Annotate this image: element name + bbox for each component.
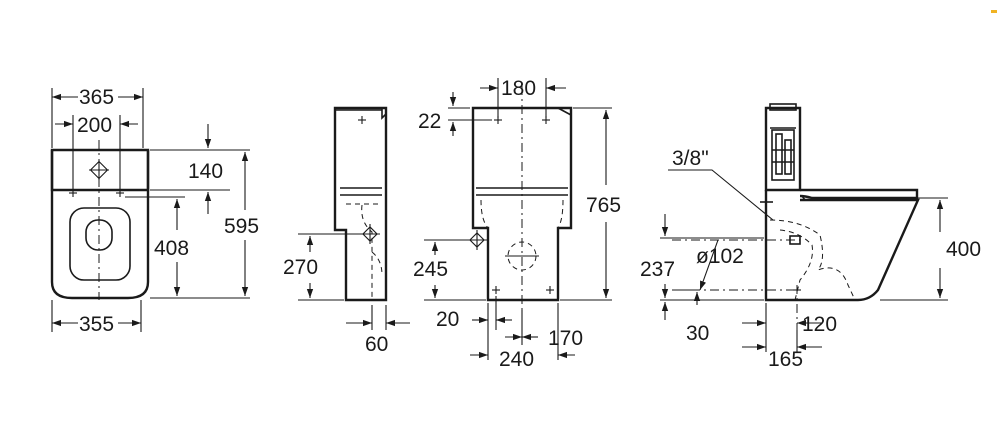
dim-240: 240 [499,348,534,371]
top-view-bowl [50,150,150,300]
accent-mark [991,10,997,13]
dim-102-diameter: ø102 [696,245,744,268]
dim-355: 355 [79,313,114,336]
front-view-cross [467,230,487,250]
dim-270: 270 [283,256,318,279]
dim-170: 170 [548,327,583,350]
side-small-cross [360,224,380,244]
dim-22: 22 [418,110,441,133]
top-view-seat-opening [69,207,131,281]
side-view-bowl [764,190,920,302]
dim-120: 120 [802,313,837,336]
dim-765: 765 [586,194,621,217]
dim-165: 165 [768,348,803,371]
dim-237: 237 [640,258,675,281]
dim-408: 408 [154,237,189,260]
side-view-seat [799,188,919,200]
dim-60: 60 [365,333,388,356]
dim-180: 180 [501,77,536,100]
top-view-cross-mark [89,160,109,180]
front-view: 180 22 765 245 20 170 240 [413,77,621,371]
dim-365: 365 [79,86,114,109]
side-view: 3/8" 237 ø102 400 30 120 165 [640,103,981,371]
side-small-outline [333,106,388,302]
side-view-tank [764,106,802,192]
front-view-outline [471,106,573,302]
dim-30: 30 [686,322,709,345]
dim-595: 595 [224,215,259,238]
side-small-view: 270 60 [283,106,410,356]
dim-245: 245 [413,258,448,281]
dim-200: 200 [77,114,112,137]
top-view: 365 200 140 595 408 355 [50,86,259,336]
dim-140: 140 [188,160,223,183]
dim-400: 400 [946,238,981,261]
dim-3-8-inch: 3/8" [672,147,709,170]
dim-20: 20 [436,308,459,331]
